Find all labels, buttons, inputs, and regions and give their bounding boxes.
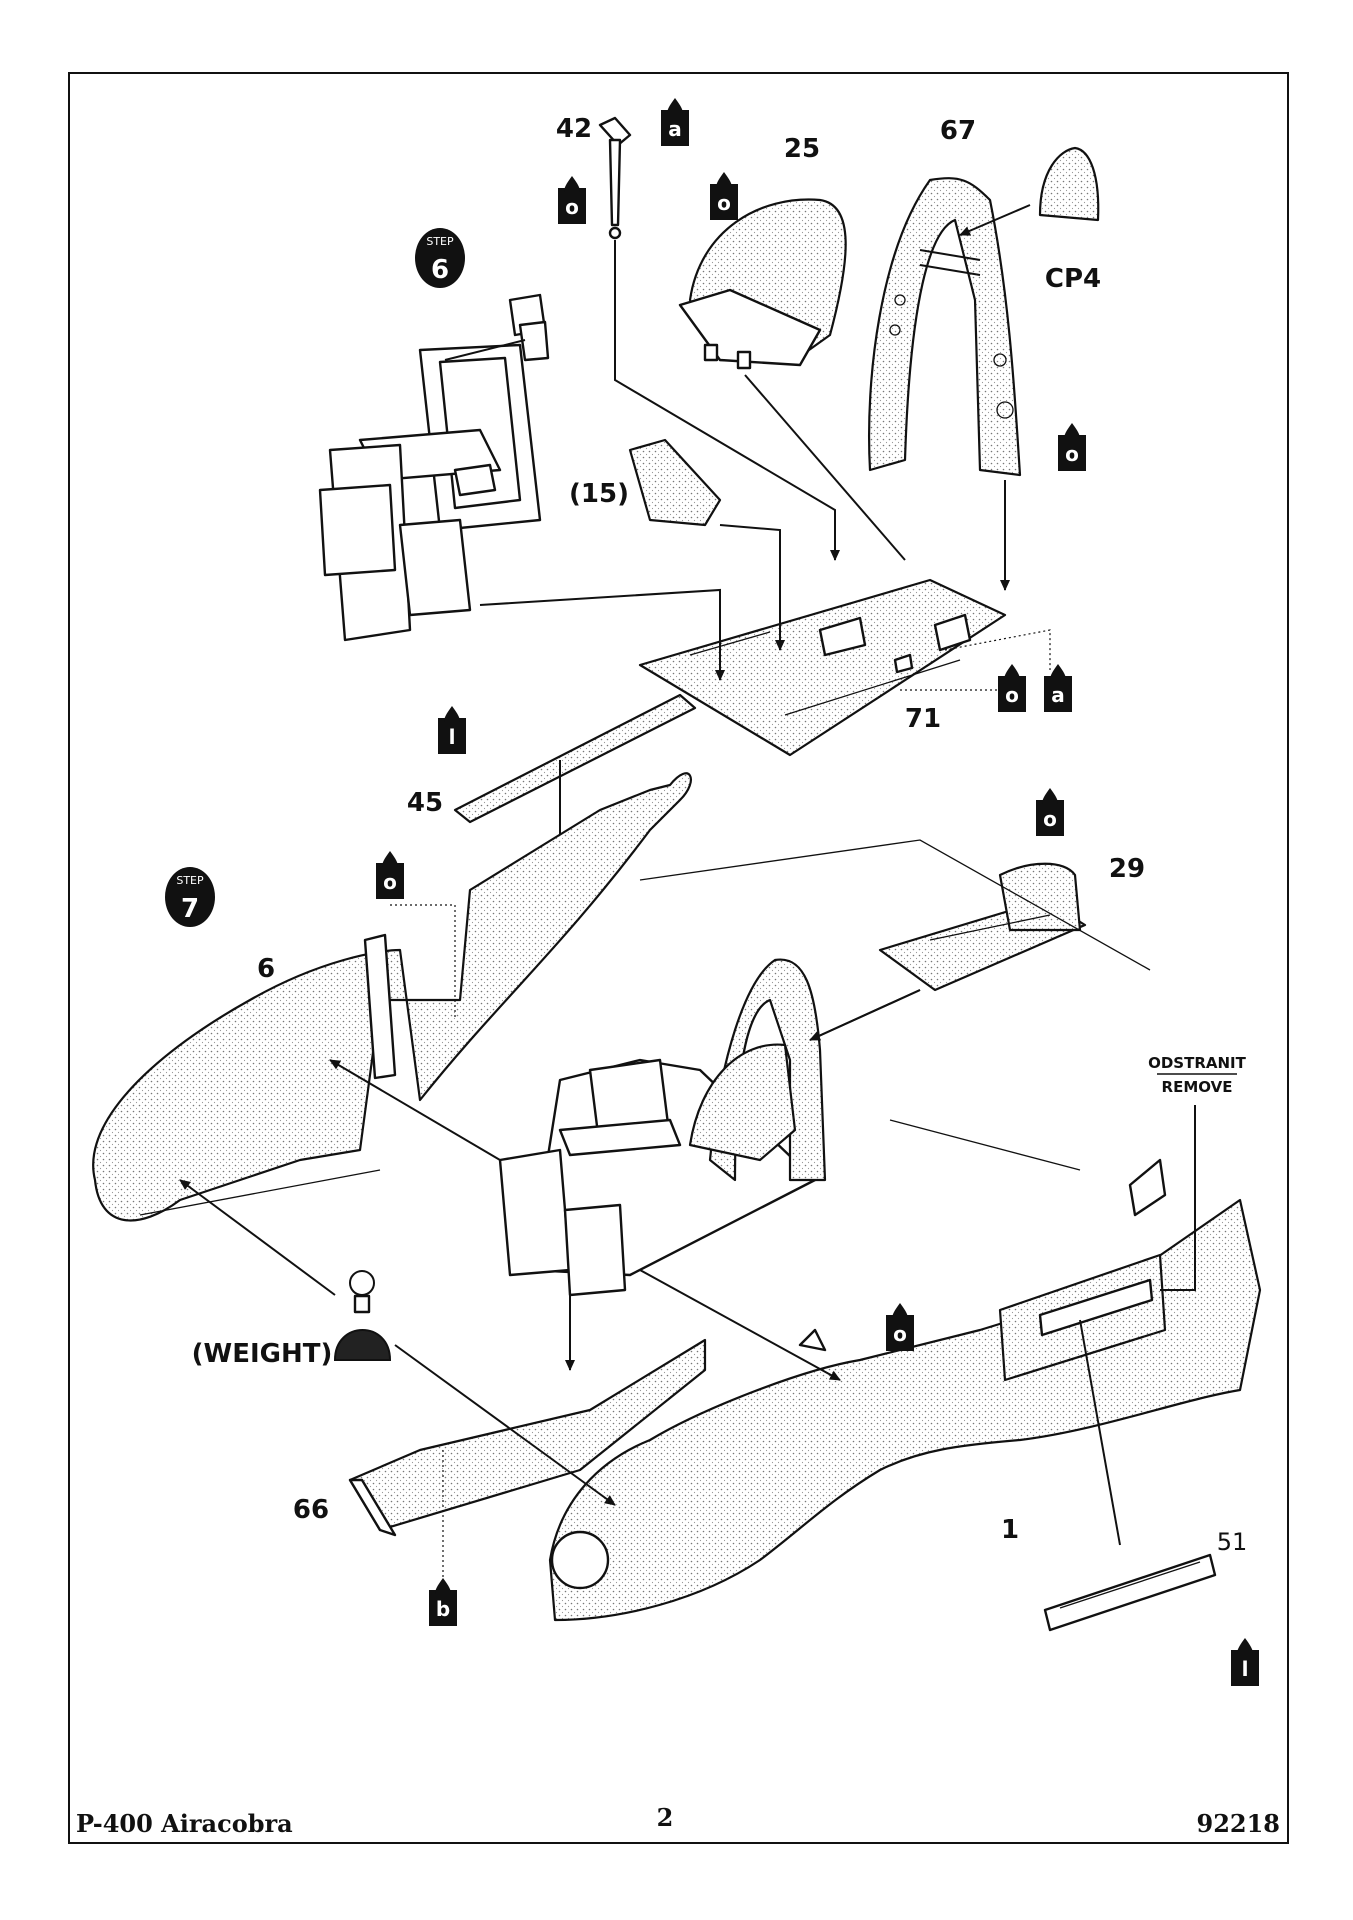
control-stick-part-42 [598, 116, 632, 240]
footer-page-number: 2 [657, 1803, 674, 1832]
cockpit-assembly [498, 958, 827, 1297]
label-part-45: 45 [407, 788, 443, 818]
label-part-71: 71 [905, 704, 941, 734]
weight-part [333, 1270, 392, 1361]
svg-text:l: l [1242, 1657, 1249, 1681]
paint-marker-o-seat: o [710, 172, 738, 220]
svg-text:ODSTRANIT: ODSTRANIT [1148, 1054, 1247, 1072]
svg-text:o: o [1065, 442, 1079, 466]
svg-text:REMOVE: REMOVE [1162, 1078, 1233, 1096]
svg-text:o: o [893, 1322, 907, 1346]
svg-text:o: o [565, 195, 579, 219]
cockpit-floor-part-71 [638, 578, 1007, 757]
floor-part-29 [878, 862, 1087, 992]
svg-text:7: 7 [181, 894, 199, 924]
svg-text:b: b [436, 1597, 450, 1621]
step-6-badge: STEP 6 [415, 228, 465, 288]
paint-marker-o-floor29: o [1036, 788, 1064, 836]
svg-text:o: o [717, 191, 731, 215]
fuselage-half-part-6 [92, 772, 692, 1222]
seat-part-25 [678, 198, 847, 370]
strip-part-45 [453, 693, 697, 824]
svg-text:STEP: STEP [426, 235, 454, 248]
step-7-badge: STEP 7 [165, 867, 215, 927]
remove-note: ODSTRANIT REMOVE [1148, 1054, 1247, 1096]
label-part-67: 67 [940, 116, 976, 146]
paint-marker-b-part66: b [429, 1578, 457, 1626]
part-15 [628, 438, 722, 527]
svg-text:o: o [383, 870, 397, 894]
paint-marker-a-floor: a [1044, 664, 1072, 712]
armor-glass-part-cp4 [1038, 146, 1100, 222]
step7-arrows [179, 839, 1196, 1590]
footer-model-name: P-400 Airacobra [76, 1809, 293, 1838]
label-part-1: 1 [1001, 1515, 1019, 1545]
paint-marker-o-stick: o [558, 176, 586, 224]
paint-marker-o-fuselage6: o [376, 851, 404, 899]
svg-text:STEP: STEP [176, 874, 204, 887]
svg-text:a: a [668, 117, 682, 141]
paint-marker-o-fuselage1: o [886, 1303, 914, 1351]
step6-arrows [479, 204, 1051, 691]
label-part-6: 6 [257, 954, 275, 984]
label-part-15: (15) [569, 479, 629, 509]
fuselage-part-1 [548, 1158, 1262, 1622]
label-weight: (WEIGHT) [192, 1339, 333, 1369]
paint-marker-o-frame: o [1058, 423, 1086, 471]
label-part-29: 29 [1109, 854, 1145, 884]
label-part-51: 51 [1217, 1528, 1248, 1556]
svg-text:a: a [1051, 683, 1065, 707]
label-part-42: 42 [556, 114, 592, 144]
paint-marker-a-top: a [661, 98, 689, 146]
svg-text:6: 6 [431, 255, 449, 285]
label-part-cp4: CP4 [1045, 264, 1101, 294]
part-51 [1043, 1553, 1217, 1632]
label-part-25: 25 [784, 134, 820, 164]
svg-text:o: o [1043, 807, 1057, 831]
footer-kit-code: 92218 [1197, 1809, 1281, 1838]
paint-marker-l-strip: l [438, 706, 466, 754]
armor-frame-part-67 [867, 177, 1022, 477]
svg-text:l: l [449, 725, 456, 749]
paint-marker-o-floor: o [998, 664, 1026, 712]
paint-marker-l-bottom: l [1231, 1638, 1259, 1686]
label-part-66: 66 [293, 1495, 329, 1525]
part-66 [348, 1338, 707, 1537]
instrument-panel-assembly [318, 293, 550, 642]
svg-text:o: o [1005, 683, 1019, 707]
instruction-sheet-frame [68, 72, 1289, 1844]
